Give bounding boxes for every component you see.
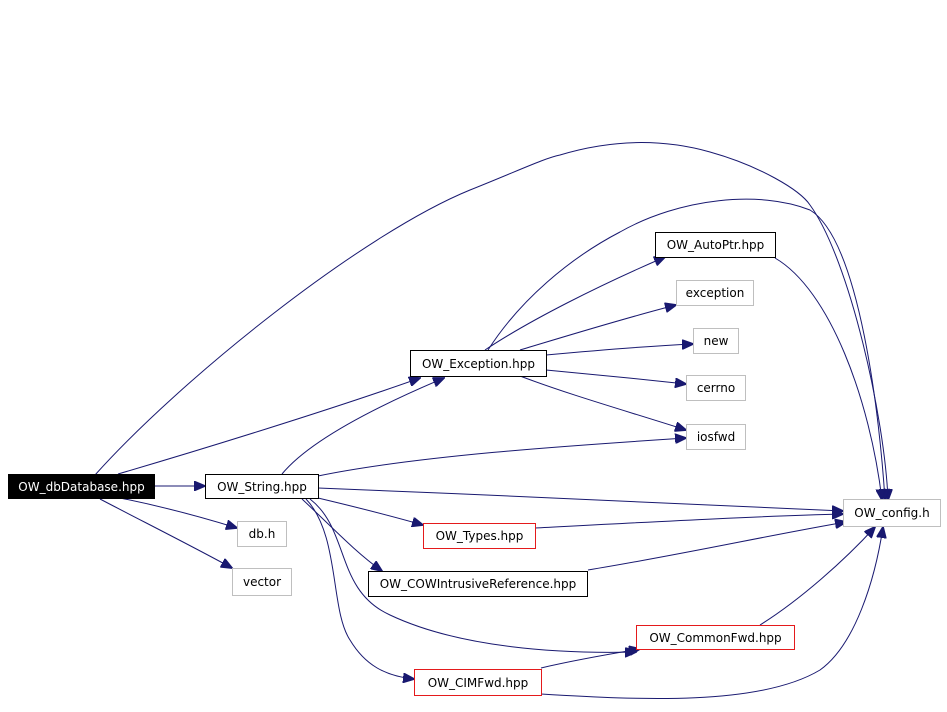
edge-root-to-dbh: [119, 497, 237, 528]
edge-string-to-exception: [281, 378, 444, 475]
edge-string-to-iosfwd: [317, 438, 686, 477]
node-cerrno[interactable]: cerrno: [686, 375, 746, 401]
node-ow-types-hpp[interactable]: OW_Types.hpp: [423, 523, 536, 549]
edge-string-to-commonfwd: [309, 498, 636, 652]
edge-root-to-exception: [117, 378, 420, 475]
edge-string-to-cow: [301, 498, 382, 571]
edge-exception-to-iosfwd: [519, 375, 686, 430]
edge-root-to-vector: [99, 498, 232, 568]
edge-string-to-config: [317, 487, 843, 511]
edge-commonfwd-to-config: [759, 527, 875, 626]
edge-root-to-config: [94, 142, 888, 500]
edge-exception-to-cerrno: [545, 369, 686, 384]
edge-exception-to-new: [545, 344, 693, 356]
edge-autoptr-to-config: [774, 257, 882, 500]
node-iosfwd[interactable]: iosfwd: [686, 424, 746, 450]
edge-cimfwd-to-config: [540, 527, 883, 700]
edge-string-to-cimfwd: [305, 498, 414, 679]
edge-exception-to-autoptr: [484, 257, 665, 351]
node-ow-string-hpp[interactable]: OW_String.hpp: [205, 474, 319, 499]
node-ow-cowintrusivereference-hpp[interactable]: OW_COWIntrusiveReference.hpp: [368, 571, 588, 597]
node-ow-autoptr-hpp[interactable]: OW_AutoPtr.hpp: [655, 232, 776, 258]
node-new[interactable]: new: [693, 328, 739, 354]
edge-exception-to-config: [487, 198, 885, 500]
edge-types-to-config: [534, 514, 843, 529]
node-vector[interactable]: vector: [232, 568, 292, 596]
node-ow-commonfwd-hpp[interactable]: OW_CommonFwd.hpp: [636, 625, 795, 650]
node-ow-cimfwd-hpp[interactable]: OW_CIMFwd.hpp: [414, 669, 542, 696]
edge-cow-to-config: [587, 522, 846, 571]
node-ow-exception-hpp[interactable]: OW_Exception.hpp: [410, 350, 547, 377]
node-ow-dbdatabase-hpp[interactable]: OW_dbDatabase.hpp: [8, 474, 155, 499]
edge-cimfwd-to-commonfwd: [540, 649, 640, 669]
edge-string-to-types: [317, 497, 423, 525]
node-exception[interactable]: exception: [676, 280, 754, 306]
node-ow-config-h[interactable]: OW_config.h: [843, 499, 941, 527]
node-db-h[interactable]: db.h: [237, 521, 287, 547]
edge-exception-to-exception: [519, 305, 676, 351]
